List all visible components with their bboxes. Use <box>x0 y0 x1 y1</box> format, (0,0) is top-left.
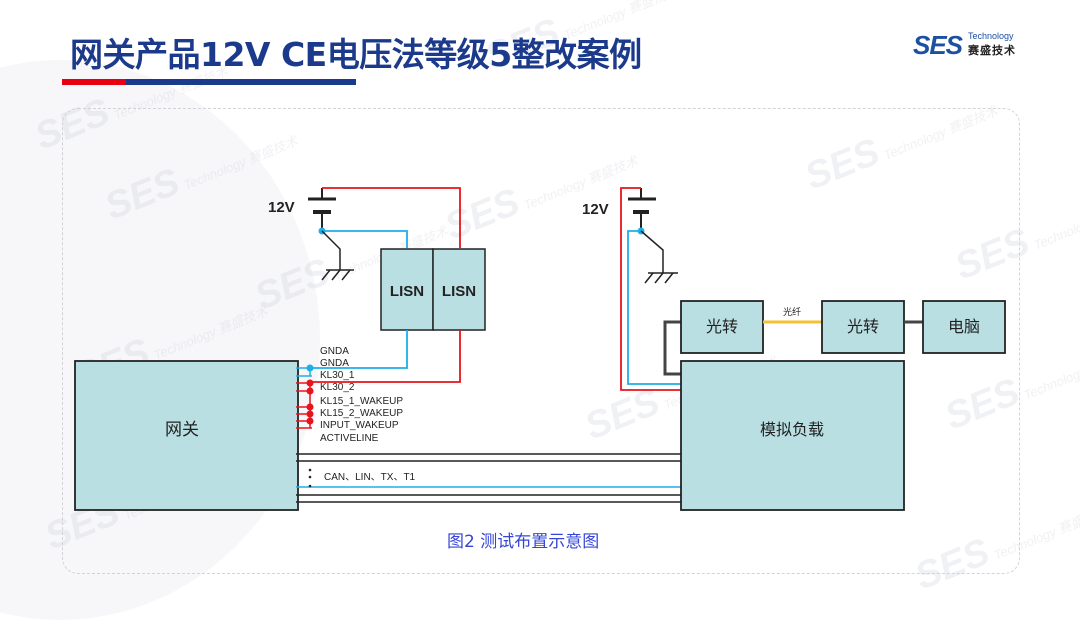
bus-ellipsis-icon <box>308 468 312 488</box>
left-ground-wire <box>322 230 408 248</box>
converter-2-label: 光转 <box>847 318 879 336</box>
logo-tagline: Technology <box>968 31 1014 41</box>
lisn-right-label: LISN <box>442 283 476 300</box>
gateway-box <box>74 360 299 511</box>
pin-label: ACTIVELINE <box>320 433 379 444</box>
bus-lines <box>296 453 684 503</box>
pin-label: KL15_1_WAKEUP <box>320 396 403 407</box>
gateway-power-pins <box>296 379 314 429</box>
left-ground-icon <box>321 230 354 281</box>
right-power-wire <box>620 187 682 391</box>
lisn-to-gateway-gnd <box>310 330 408 369</box>
title-underline-red <box>62 79 126 85</box>
pin-label: GNDA <box>320 346 349 357</box>
logo-cn-name: 赛盛技术 <box>968 44 1016 57</box>
right-voltage-label: 12V <box>582 201 609 218</box>
right-battery-icon <box>628 188 656 231</box>
bus-label: CAN、LIN、TX、T1 <box>324 472 416 483</box>
load-label: 模拟负载 <box>760 421 824 439</box>
fiber-label: 光纤 <box>783 306 801 317</box>
left-voltage-label: 12V <box>268 199 295 216</box>
pin-label: INPUT_WAKEUP <box>320 420 399 431</box>
title-underline-blue <box>126 79 356 85</box>
content-frame <box>62 108 1020 574</box>
company-logo: SES Technology 赛盛技术 <box>913 30 1033 60</box>
converter-to-load-cable <box>663 320 682 376</box>
optical-converter-1 <box>680 300 764 354</box>
pin-label: GNDA <box>320 358 349 369</box>
gateway-gnd-pins <box>296 364 314 377</box>
lisn-to-gateway-kl30 <box>310 330 461 383</box>
pin-label: KL30_1 <box>320 370 355 381</box>
right-ground-wire <box>627 230 682 385</box>
computer-box <box>922 300 1006 354</box>
simulated-load-box <box>680 360 905 511</box>
pin-label: KL30_2 <box>320 382 355 393</box>
converter-1-label: 光转 <box>706 318 738 336</box>
left-battery-icon <box>308 188 336 231</box>
logo-mark: SES <box>913 30 963 60</box>
lisn-left-label: LISN <box>390 283 424 300</box>
left-power-wire <box>322 187 461 248</box>
lisn-box-right <box>432 248 486 331</box>
computer-label: 电脑 <box>948 318 980 336</box>
page-title: 网关产品12V CE电压法等级5整改案例 <box>70 35 642 74</box>
gateway-label: 网关 <box>165 420 199 439</box>
optical-converter-2 <box>821 300 905 354</box>
right-ground-icon <box>640 230 678 284</box>
pin-label: KL15_2_WAKEUP <box>320 408 403 419</box>
figure-caption: 图2 测试布置示意图 <box>447 532 600 552</box>
